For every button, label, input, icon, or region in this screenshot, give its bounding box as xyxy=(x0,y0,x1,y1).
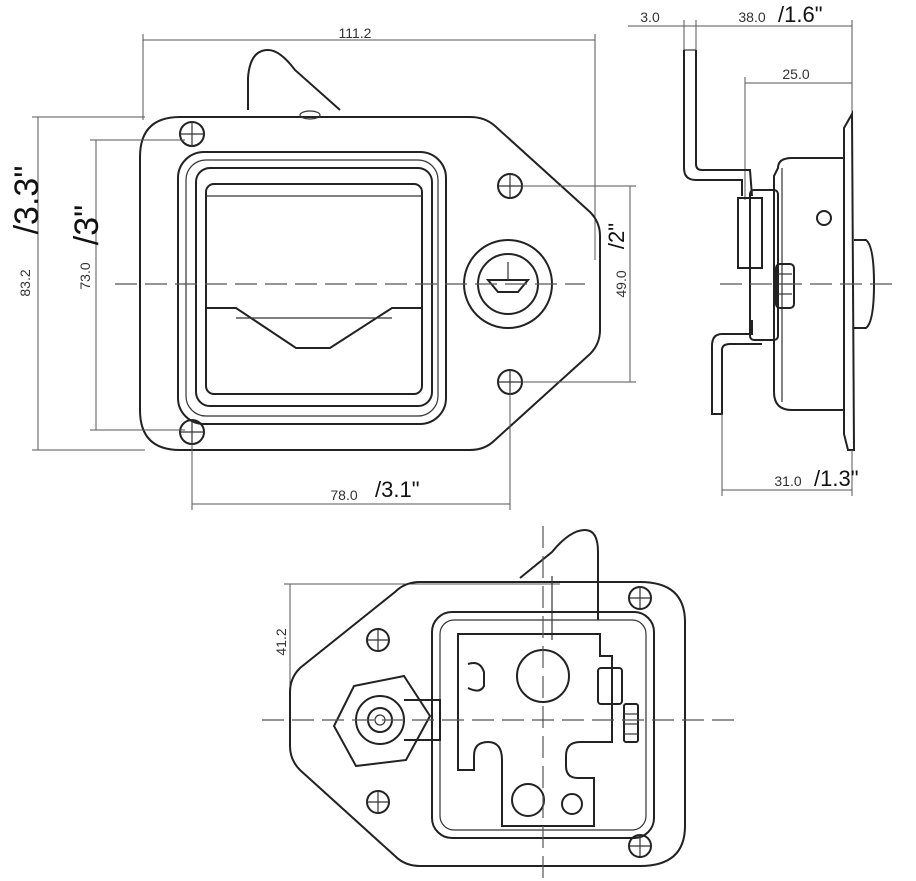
dim-bottom-in: /3.1" xyxy=(375,477,420,502)
dim-inner-height-mm: 73.0 xyxy=(77,262,93,289)
paddle-handle xyxy=(205,183,423,395)
lock-nut-hex xyxy=(332,674,432,768)
dim-inner-height-in: /3" xyxy=(68,205,106,245)
paddle-grip xyxy=(206,307,422,349)
dim-height-mm: 83.2 xyxy=(17,269,33,296)
side-paddle-arm xyxy=(683,50,743,196)
dim-inner-depth-mm: 25.0 xyxy=(782,66,809,82)
front-view: 111.2 xyxy=(8,25,636,510)
side-lower-tongue xyxy=(711,320,762,415)
dim-hole-spacing-in: /2" xyxy=(604,223,629,249)
recess-outer xyxy=(177,151,447,425)
side-view: 3.0 38.0 /1.6" 25.0 31.0 /1.3" xyxy=(628,2,900,496)
mechanism-hook xyxy=(467,662,485,692)
back-view: 41.2 xyxy=(262,526,740,881)
dim-thickness-mm: 3.0 xyxy=(640,9,660,25)
dim-hole-spacing-mm: 49.0 xyxy=(613,270,629,297)
latch-mechanism xyxy=(457,633,613,827)
side-housing xyxy=(773,157,845,411)
dim-depth-mm: 38.0 xyxy=(738,9,765,25)
mounting-hole-tl xyxy=(179,121,205,147)
mounting-hole-tr xyxy=(497,173,523,199)
mounting-plate-outline xyxy=(139,116,601,451)
back-paddle-tab xyxy=(519,528,599,620)
paddle-tab xyxy=(247,48,341,111)
mounting-hole-br xyxy=(497,369,523,395)
recess-inner xyxy=(195,167,433,407)
mechanism-hole-small xyxy=(561,793,583,815)
dim-offset-mm: 41.2 xyxy=(273,628,289,655)
side-flange xyxy=(843,110,856,451)
back-hole-tr xyxy=(628,586,652,610)
dim-side-bottom-in: /1.3" xyxy=(814,466,859,491)
mechanism-hole-mid xyxy=(511,783,545,817)
dim-width-mm: 111.2 xyxy=(339,25,372,41)
dim-depth-in: /1.6" xyxy=(778,2,823,27)
mounting-hole-bl xyxy=(179,419,205,445)
back-hole-bl xyxy=(366,790,390,814)
back-plate-outline xyxy=(289,581,686,867)
dim-bottom-mm: 78.0 xyxy=(330,487,357,503)
dim-side-bottom-mm: 31.0 xyxy=(774,473,801,489)
back-hole-br xyxy=(628,834,652,858)
lock-cam xyxy=(404,699,441,741)
side-rivet xyxy=(816,210,832,226)
back-hole-tl xyxy=(366,628,390,652)
dim-height-in: /3.3" xyxy=(8,166,46,235)
